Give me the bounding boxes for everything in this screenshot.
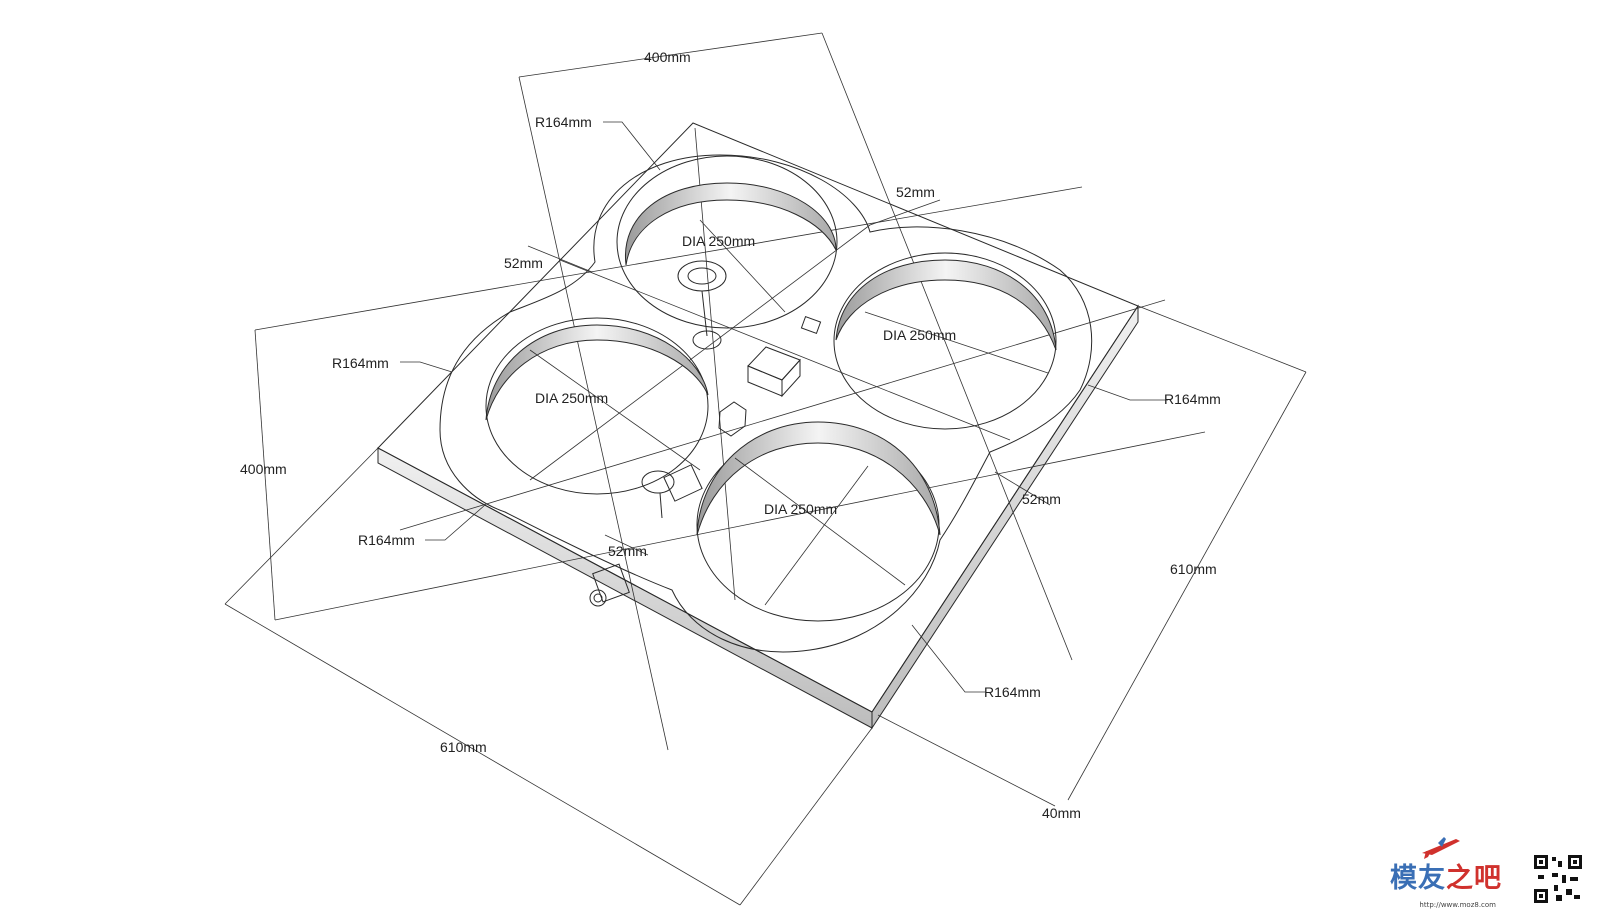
duct-left bbox=[485, 317, 709, 495]
flight-controller-box bbox=[747, 346, 801, 398]
dim-thickness: 40mm bbox=[1042, 805, 1081, 821]
leader-lines bbox=[400, 121, 1168, 693]
gap-label: 52mm bbox=[504, 255, 543, 271]
dim-right-length: 610mm bbox=[1170, 561, 1217, 577]
dim-bottom-length: 610mm bbox=[440, 739, 487, 755]
diameter-label: DIA 250mm bbox=[535, 390, 608, 406]
plane-logo-icon bbox=[1422, 837, 1460, 859]
gps-mast bbox=[677, 260, 727, 350]
plate-right-side bbox=[871, 304, 1139, 730]
watermark-logo: 模友之吧 bbox=[1390, 856, 1502, 895]
diameter-label: DIA 250mm bbox=[883, 327, 956, 343]
diameter-label: DIA 250mm bbox=[682, 233, 755, 249]
watermark-brand-a: 模友 bbox=[1390, 863, 1446, 894]
radius-label: R164mm bbox=[358, 532, 415, 548]
qr-code-icon bbox=[1532, 853, 1584, 905]
plate-front-side bbox=[377, 447, 873, 729]
gap-label: 52mm bbox=[1022, 491, 1061, 507]
plate-top bbox=[377, 122, 1139, 713]
dimension-lines bbox=[224, 32, 1307, 906]
construction-lines bbox=[254, 32, 1206, 751]
gap-label: 52mm bbox=[896, 184, 935, 200]
watermark-url: http://www.moz8.com bbox=[1419, 901, 1496, 909]
gap-label: 52mm bbox=[608, 543, 647, 559]
dim-left-height: 400mm bbox=[240, 461, 287, 477]
radius-label: R164mm bbox=[535, 114, 592, 130]
duct-outline bbox=[439, 154, 1093, 653]
receiver-hexagon bbox=[718, 401, 747, 437]
diameter-label: DIA 250mm bbox=[764, 501, 837, 517]
radius-label: R164mm bbox=[332, 355, 389, 371]
dim-top-width: 400mm bbox=[644, 49, 691, 65]
small-module bbox=[800, 315, 822, 335]
watermark-brand-b: 之吧 bbox=[1446, 863, 1502, 894]
radius-label: R164mm bbox=[1164, 391, 1221, 407]
duct-right bbox=[833, 252, 1057, 430]
vtx-antenna bbox=[641, 464, 703, 519]
camera bbox=[589, 563, 630, 607]
duct-top bbox=[616, 155, 838, 329]
duct-bottom bbox=[696, 421, 941, 622]
radius-label: R164mm bbox=[984, 684, 1041, 700]
diameter-lines bbox=[529, 219, 1049, 606]
